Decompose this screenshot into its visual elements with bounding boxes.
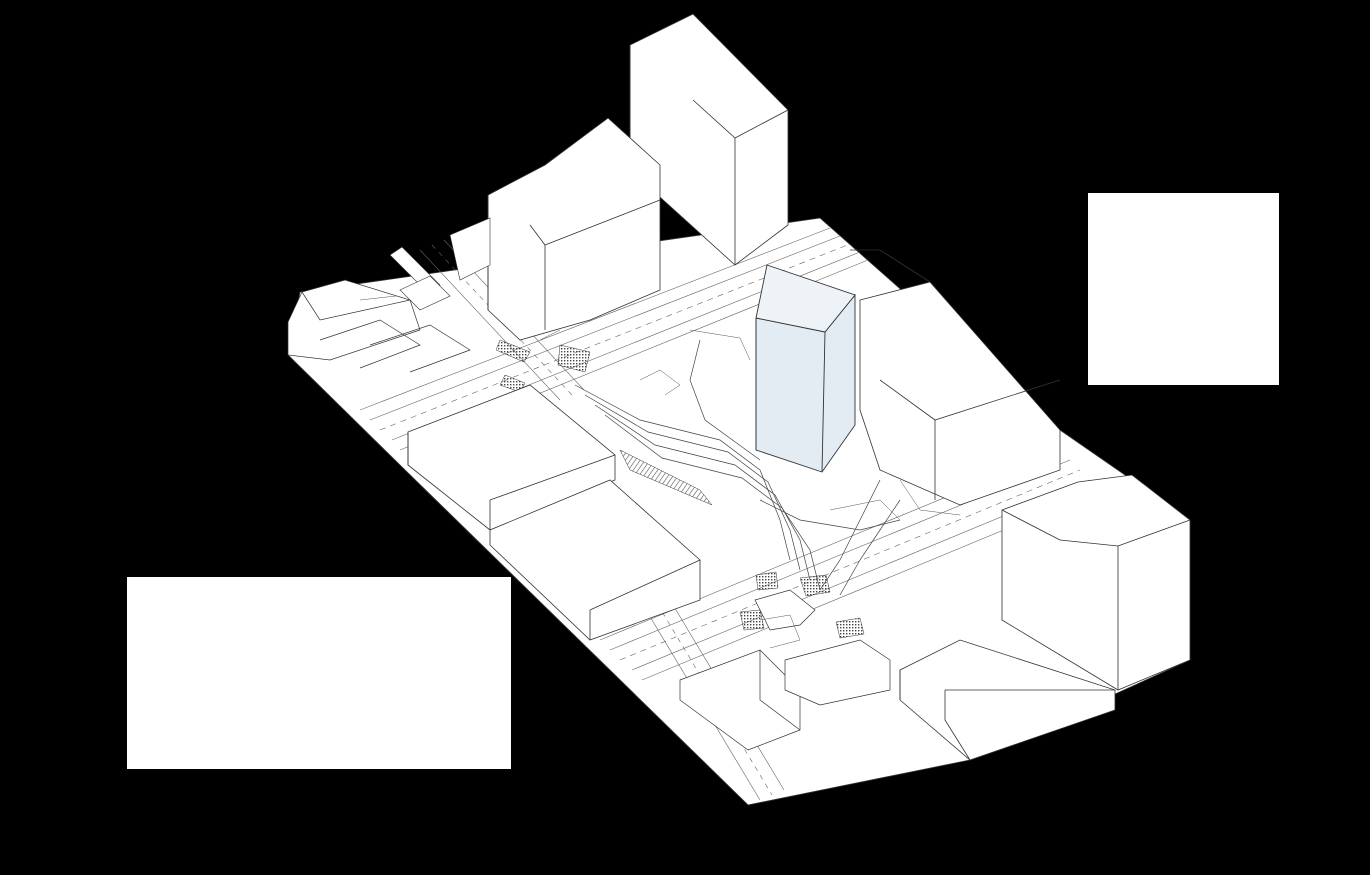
- detail-lines: [359, 295, 961, 649]
- plaza-ramps: [574, 339, 901, 596]
- block-right-middle: [850, 249, 1061, 506]
- block-lower-right: [899, 474, 1191, 761]
- small-blocks-left: [389, 217, 491, 311]
- highlighted-tower: [755, 264, 856, 473]
- block-far-left: [287, 279, 471, 373]
- block-bottom-center: [679, 589, 891, 751]
- tower-back-left: [629, 13, 789, 266]
- block-lower-left: [407, 384, 701, 641]
- hatched-zones: [495, 339, 865, 639]
- blank-panel-right: [1088, 193, 1279, 385]
- blank-panel-left: [127, 577, 511, 769]
